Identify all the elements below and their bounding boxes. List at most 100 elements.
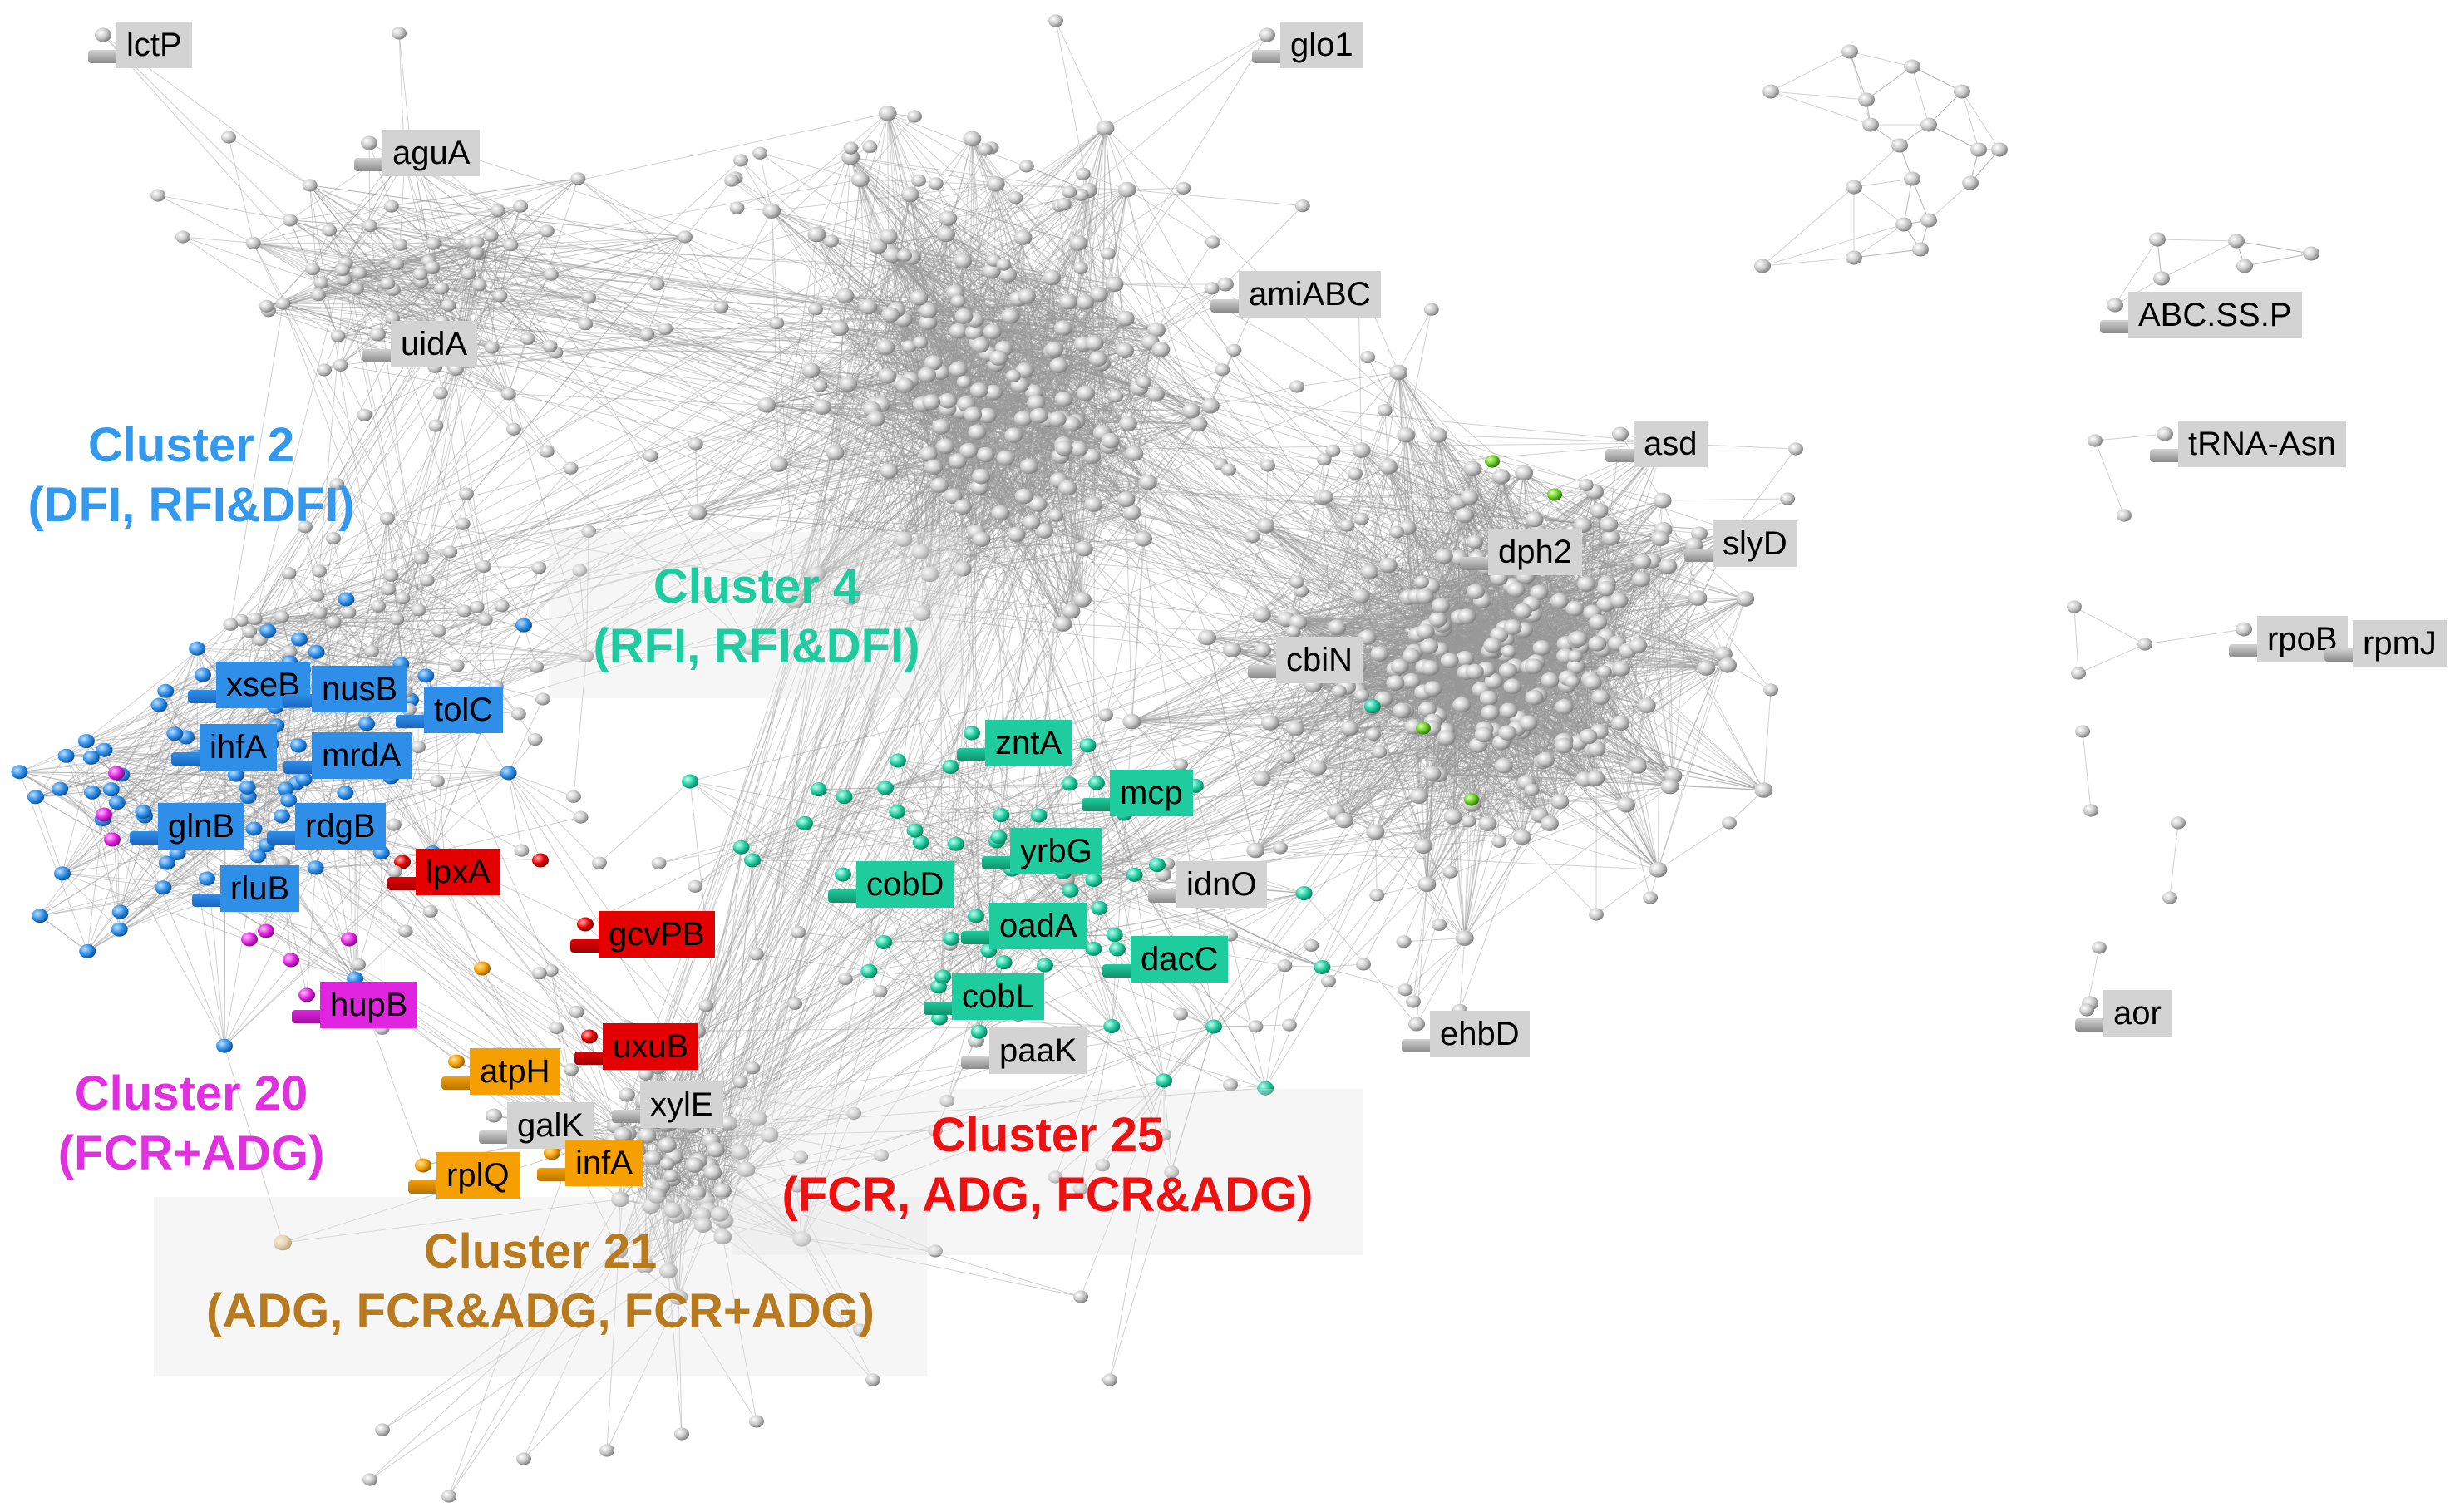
network-edge <box>911 257 1083 600</box>
network-edge <box>816 315 1011 574</box>
network-edge <box>835 452 1094 505</box>
network-edge <box>850 156 1088 191</box>
network-edge <box>929 363 997 575</box>
network-edge <box>928 310 1085 549</box>
network-edge <box>850 156 1059 481</box>
network-edge <box>981 419 1048 540</box>
network-edge <box>887 113 890 237</box>
network-edge <box>778 392 1034 465</box>
network-edge <box>868 251 890 308</box>
network-edge <box>811 370 1038 505</box>
network-edge <box>1083 481 1149 549</box>
network-edge <box>1009 315 1129 424</box>
network-edge <box>1058 480 1148 483</box>
network-edge <box>1033 358 1099 393</box>
network-edge <box>887 113 1110 447</box>
network-edge <box>847 184 997 385</box>
network-edge <box>850 316 964 598</box>
network-edge <box>904 127 1106 386</box>
network-edge <box>927 322 1059 481</box>
network-edge <box>1078 190 1128 450</box>
network-edge <box>847 347 886 385</box>
network-edge <box>890 313 1126 500</box>
network-edge <box>962 504 1094 569</box>
network-edge <box>1126 423 1199 500</box>
network-edge <box>964 190 1088 317</box>
network-edge <box>1026 296 1133 513</box>
network-edge <box>1035 402 1083 600</box>
network-edge <box>933 362 1001 514</box>
network-edge <box>1131 349 1161 513</box>
network-edge <box>889 465 1029 472</box>
network-edge <box>816 418 1057 575</box>
network-edge <box>899 382 1109 447</box>
network-edge <box>960 189 1128 411</box>
network-edge <box>1104 127 1199 425</box>
network-edge <box>1000 405 1211 514</box>
network-edge <box>1031 342 1151 523</box>
network-edge <box>1003 347 1211 406</box>
network-edge <box>778 138 973 465</box>
network-edge <box>947 218 1063 624</box>
network-edge <box>1003 347 1140 389</box>
network-edge <box>1101 127 1106 364</box>
network-edge <box>946 408 977 533</box>
network-edge <box>910 379 1199 425</box>
network-edge <box>778 379 911 465</box>
network-edge <box>888 318 905 471</box>
network-edge <box>811 318 904 372</box>
network-edge <box>1023 318 1126 497</box>
network-edge <box>899 189 1127 383</box>
network-edge <box>821 406 980 488</box>
network-edge <box>848 342 979 385</box>
network-edge <box>890 313 946 405</box>
network-edge <box>1062 328 1077 422</box>
network-edge <box>816 495 1024 575</box>
network-edge <box>1051 277 1092 457</box>
network-edge <box>868 127 1106 308</box>
network-edge <box>888 402 1037 472</box>
network-edge <box>875 301 1086 420</box>
network-edge <box>1023 358 1099 497</box>
network-edge <box>971 138 976 320</box>
network-edge <box>985 190 1089 456</box>
network-edge <box>903 318 921 552</box>
network-edge <box>845 295 929 312</box>
network-edge <box>971 138 997 185</box>
network-edge <box>875 403 964 569</box>
network-edge <box>921 292 956 405</box>
network-edge <box>928 432 1102 455</box>
network-edge <box>919 419 1058 553</box>
network-edge <box>887 112 1099 360</box>
network-edge <box>962 260 1110 447</box>
network-edge <box>887 112 1211 406</box>
network-edge <box>953 454 987 497</box>
network-edge <box>962 480 1059 508</box>
network-edge <box>697 370 811 514</box>
network-edge <box>918 297 1092 457</box>
network-edge <box>971 138 1068 489</box>
network-edge <box>845 295 1133 513</box>
network-edge <box>928 358 1099 455</box>
network-edge <box>850 453 1135 598</box>
network-edge <box>1009 315 1110 447</box>
network-edge <box>811 127 1106 372</box>
network-edge <box>921 404 982 540</box>
network-edge <box>929 387 1140 575</box>
network-edge <box>850 184 997 598</box>
network-edge <box>845 295 1157 331</box>
network-edge <box>921 405 1211 614</box>
network-edge <box>902 466 934 539</box>
network-edge <box>850 156 964 262</box>
network-edge <box>1018 298 1161 350</box>
network-edge <box>948 189 1127 219</box>
network-edge <box>971 138 1102 364</box>
network-edge <box>945 234 1126 352</box>
network-edge <box>749 487 1068 648</box>
network-edge <box>749 293 1100 648</box>
network-edge <box>1082 329 1157 600</box>
network-edge <box>892 254 1053 352</box>
network-edge <box>891 254 1014 436</box>
network-edge <box>979 362 1102 488</box>
network-edge <box>988 271 993 354</box>
